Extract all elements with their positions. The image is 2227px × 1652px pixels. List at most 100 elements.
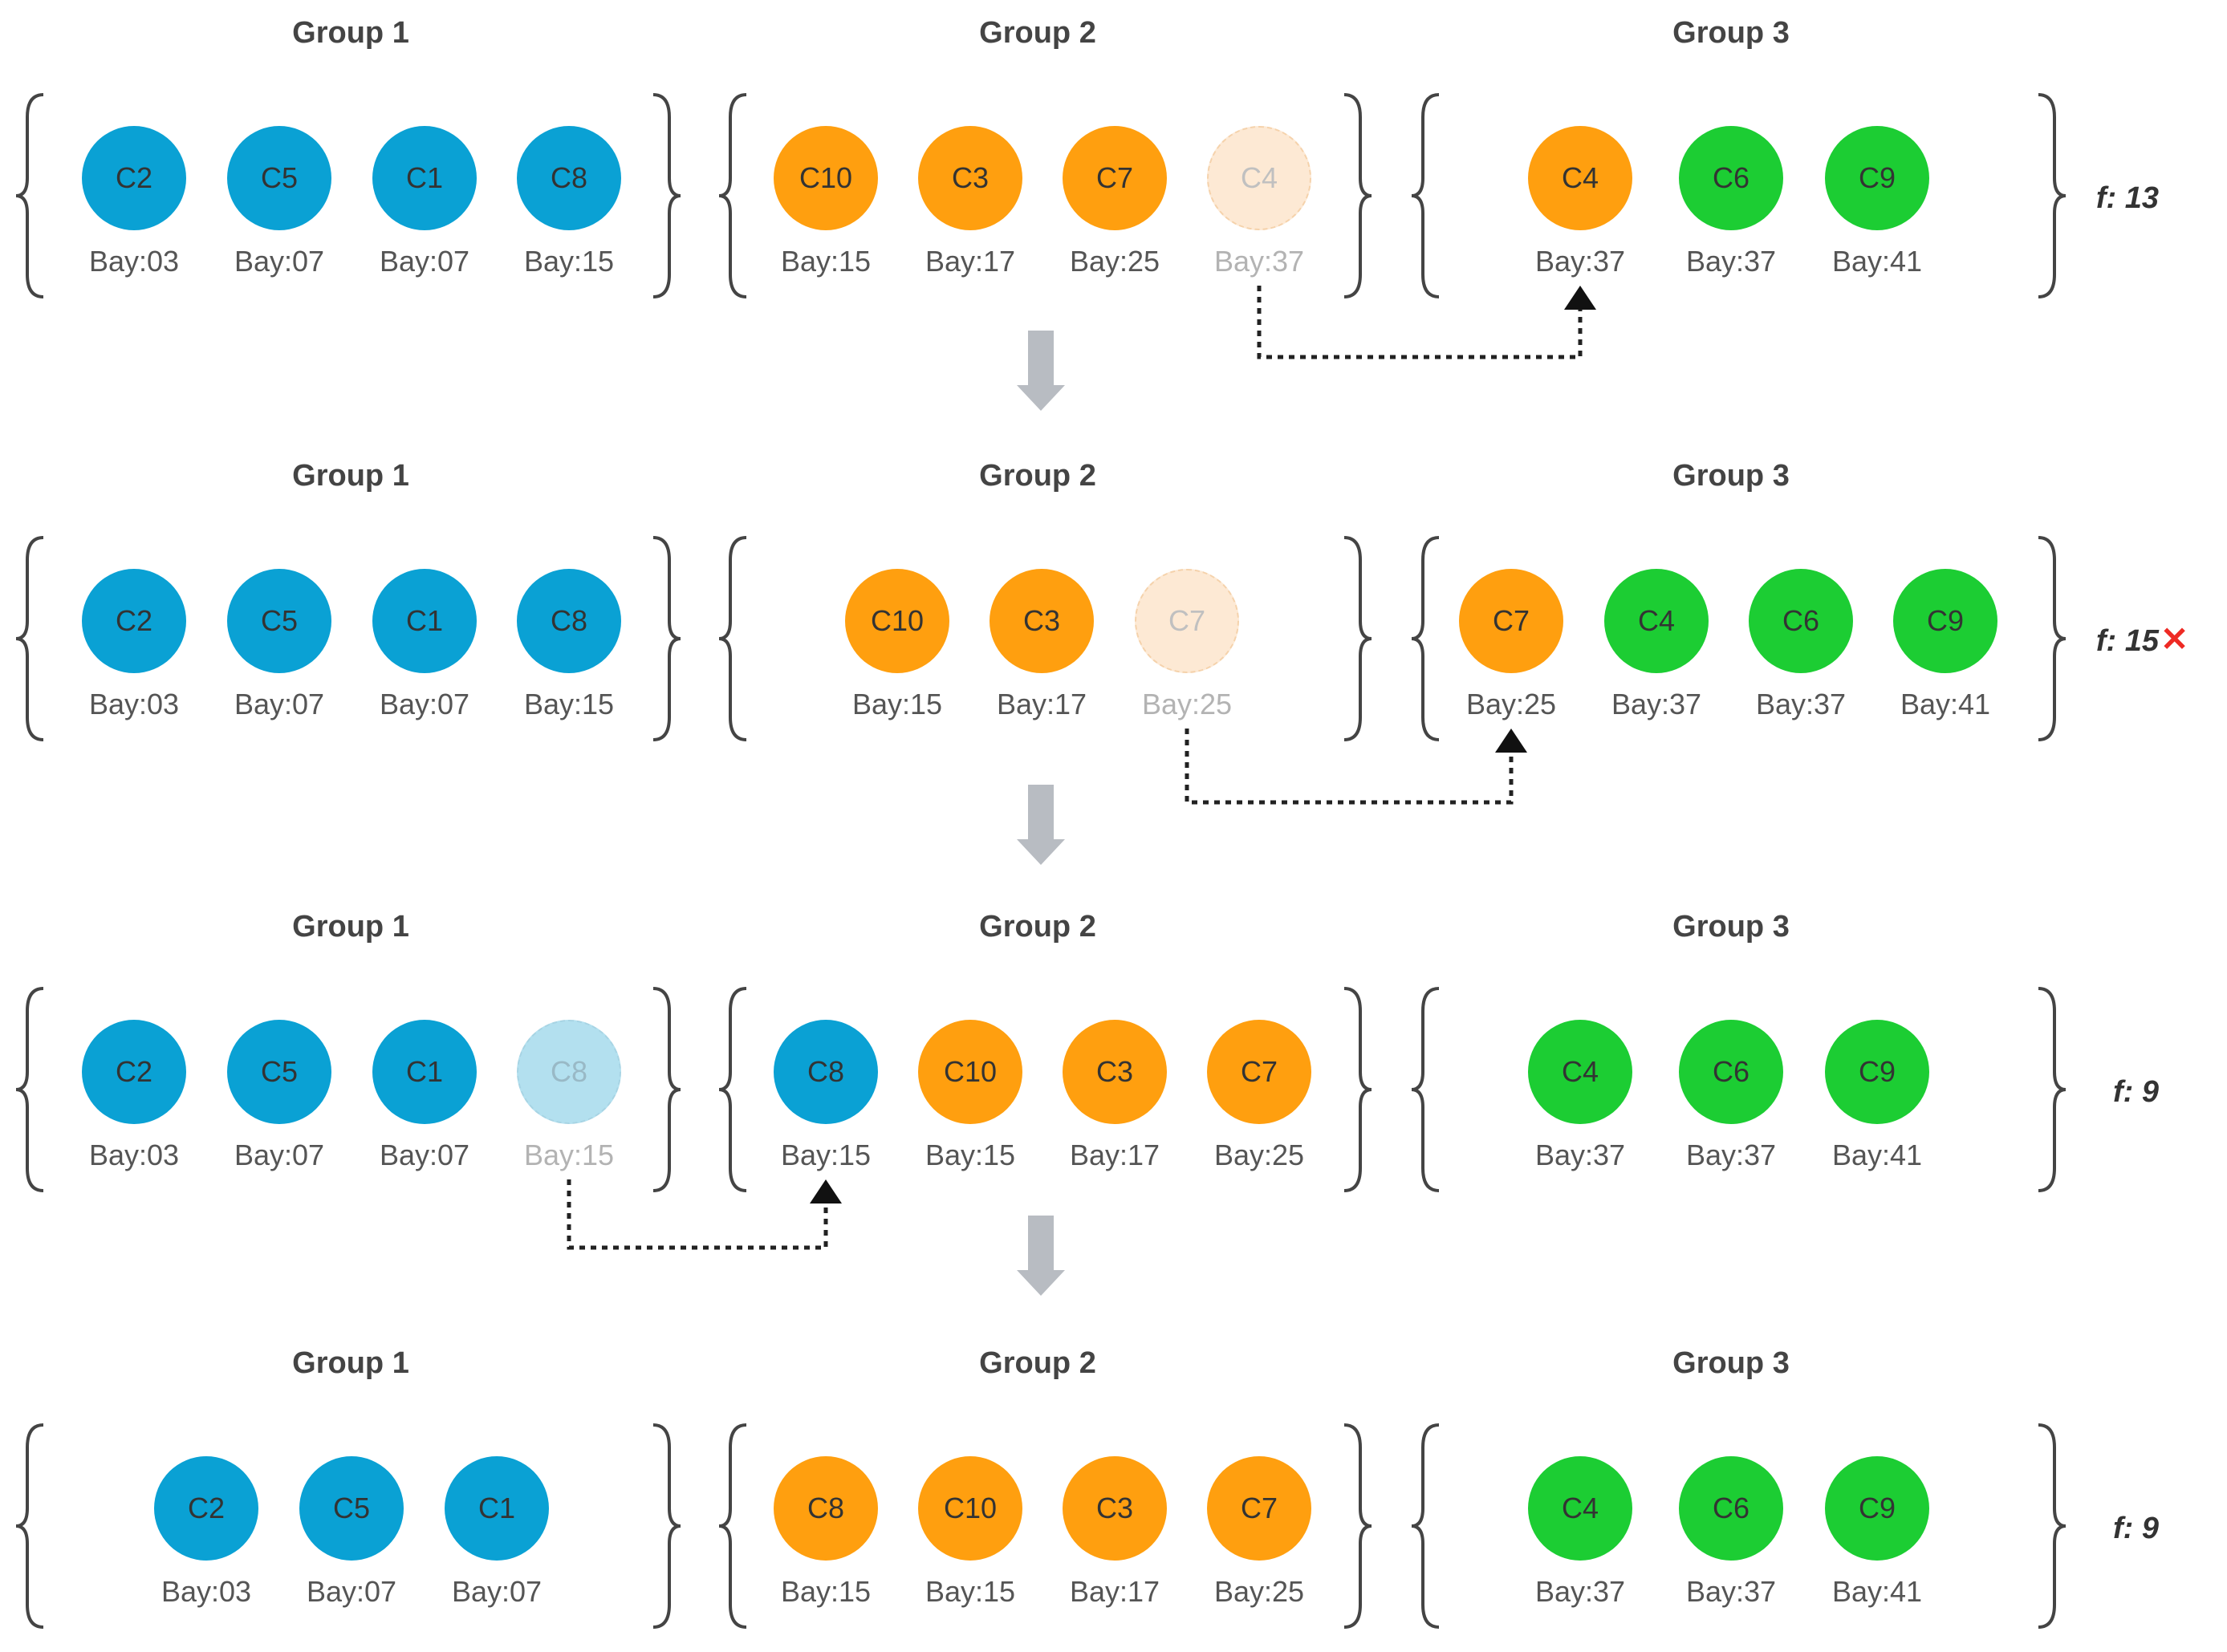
move-connector [1257, 286, 1583, 359]
group-left-brace [15, 987, 44, 1192]
bay-label: Bay:37 [1755, 688, 1847, 720]
bay-label: Bay:15 [523, 688, 615, 720]
group-title: Group 2 [979, 1346, 1096, 1380]
group-title: Group 2 [979, 16, 1096, 50]
group-left-brace [1411, 93, 1440, 298]
step-arrow-shaft [1028, 785, 1054, 839]
group-right-brace [2038, 536, 2066, 741]
container-node: C1 [372, 126, 477, 230]
group-title: Group 3 [1672, 910, 1790, 944]
bay-label: Bay:15 [925, 1575, 1016, 1608]
container-node-ghost: C7 [1135, 569, 1239, 673]
bay-label: Bay:41 [1900, 688, 1991, 720]
container-node: C7 [1459, 569, 1563, 673]
bay-label: Bay:03 [161, 1575, 252, 1608]
bay-label: Bay:03 [88, 245, 180, 278]
bay-label: Bay:15 [851, 688, 943, 720]
bay-label: Bay:07 [451, 1575, 543, 1608]
container-node: C7 [1207, 1456, 1311, 1561]
step-arrow-shaft [1028, 1216, 1054, 1270]
group-left-brace [1411, 536, 1440, 741]
group-left-brace [1411, 1423, 1440, 1629]
group-left-brace [718, 93, 747, 298]
move-connector [567, 1179, 828, 1250]
group-title: Group 2 [979, 459, 1096, 493]
container-node: C1 [445, 1456, 549, 1561]
group-right-brace [2038, 987, 2066, 1192]
group-right-brace [1343, 1423, 1372, 1629]
bay-label: Bay:15 [780, 1139, 872, 1171]
container-node: C9 [1893, 569, 1997, 673]
fitness-score: f: 9 [2113, 1512, 2159, 1545]
bay-label: Bay:37 [1685, 1139, 1777, 1171]
group-right-brace [2038, 1423, 2066, 1629]
container-node: C6 [1679, 1456, 1783, 1561]
step-down-arrow-icon [1017, 1270, 1065, 1296]
bay-label: Bay:25 [1069, 245, 1160, 278]
group-right-brace [652, 1423, 681, 1629]
fitness-score: f: 15 [2095, 624, 2159, 658]
container-node: C2 [82, 126, 186, 230]
bay-label: Bay:17 [1069, 1575, 1160, 1608]
step-down-arrow-icon [1017, 839, 1065, 865]
container-node: C2 [82, 1020, 186, 1124]
container-node: C8 [774, 1020, 878, 1124]
bay-label: Bay:41 [1831, 1139, 1923, 1171]
container-node: C3 [990, 569, 1094, 673]
container-node: C5 [299, 1456, 404, 1561]
group-right-brace [652, 536, 681, 741]
group-right-brace [652, 93, 681, 298]
group-right-brace [1343, 93, 1372, 298]
bay-label: Bay:15 [780, 245, 872, 278]
group-title: Group 3 [1672, 459, 1790, 493]
container-node: C8 [517, 126, 621, 230]
container-node: C10 [918, 1456, 1022, 1561]
container-node: C9 [1825, 1020, 1929, 1124]
bay-label: Bay:07 [379, 688, 470, 720]
group-title: Group 1 [292, 910, 409, 944]
container-node-ghost: C4 [1207, 126, 1311, 230]
group-title: Group 3 [1672, 16, 1790, 50]
group-left-brace [718, 987, 747, 1192]
group-left-brace [1411, 987, 1440, 1192]
container-node: C8 [517, 569, 621, 673]
bay-label: Bay:15 [523, 245, 615, 278]
container-node: C5 [227, 569, 331, 673]
group-left-brace [15, 93, 44, 298]
container-node: C7 [1207, 1020, 1311, 1124]
container-node: C4 [1528, 1456, 1632, 1561]
bay-label: Bay:07 [234, 688, 325, 720]
container-node: C6 [1679, 1020, 1783, 1124]
group-title: Group 1 [292, 459, 409, 493]
group-title: Group 2 [979, 910, 1096, 944]
group-left-brace [15, 1423, 44, 1629]
container-node: C4 [1528, 1020, 1632, 1124]
bay-label: Bay:25 [1213, 1575, 1305, 1608]
container-node: C3 [918, 126, 1022, 230]
bay-label: Bay:37 [1213, 245, 1305, 278]
bay-label: Bay:07 [234, 245, 325, 278]
container-node: C10 [774, 126, 878, 230]
bay-label: Bay:37 [1534, 1575, 1626, 1608]
bay-label: Bay:37 [1685, 245, 1777, 278]
container-node: C2 [154, 1456, 258, 1561]
group-right-brace [652, 987, 681, 1192]
group-left-brace [718, 536, 747, 741]
container-node: C8 [774, 1456, 878, 1561]
move-connector [1185, 729, 1514, 805]
bay-label: Bay:07 [379, 1139, 470, 1171]
bay-label: Bay:41 [1831, 1575, 1923, 1608]
move-arrowhead-icon [1495, 729, 1527, 753]
group-right-brace [1343, 987, 1372, 1192]
container-node: C4 [1528, 126, 1632, 230]
container-node: C7 [1063, 126, 1167, 230]
group-right-brace [1343, 536, 1372, 741]
container-node: C3 [1063, 1456, 1167, 1561]
group-left-brace [15, 536, 44, 741]
bay-label: Bay:15 [780, 1575, 872, 1608]
group-title: Group 1 [292, 16, 409, 50]
bay-label: Bay:37 [1534, 245, 1626, 278]
bay-label: Bay:07 [379, 245, 470, 278]
